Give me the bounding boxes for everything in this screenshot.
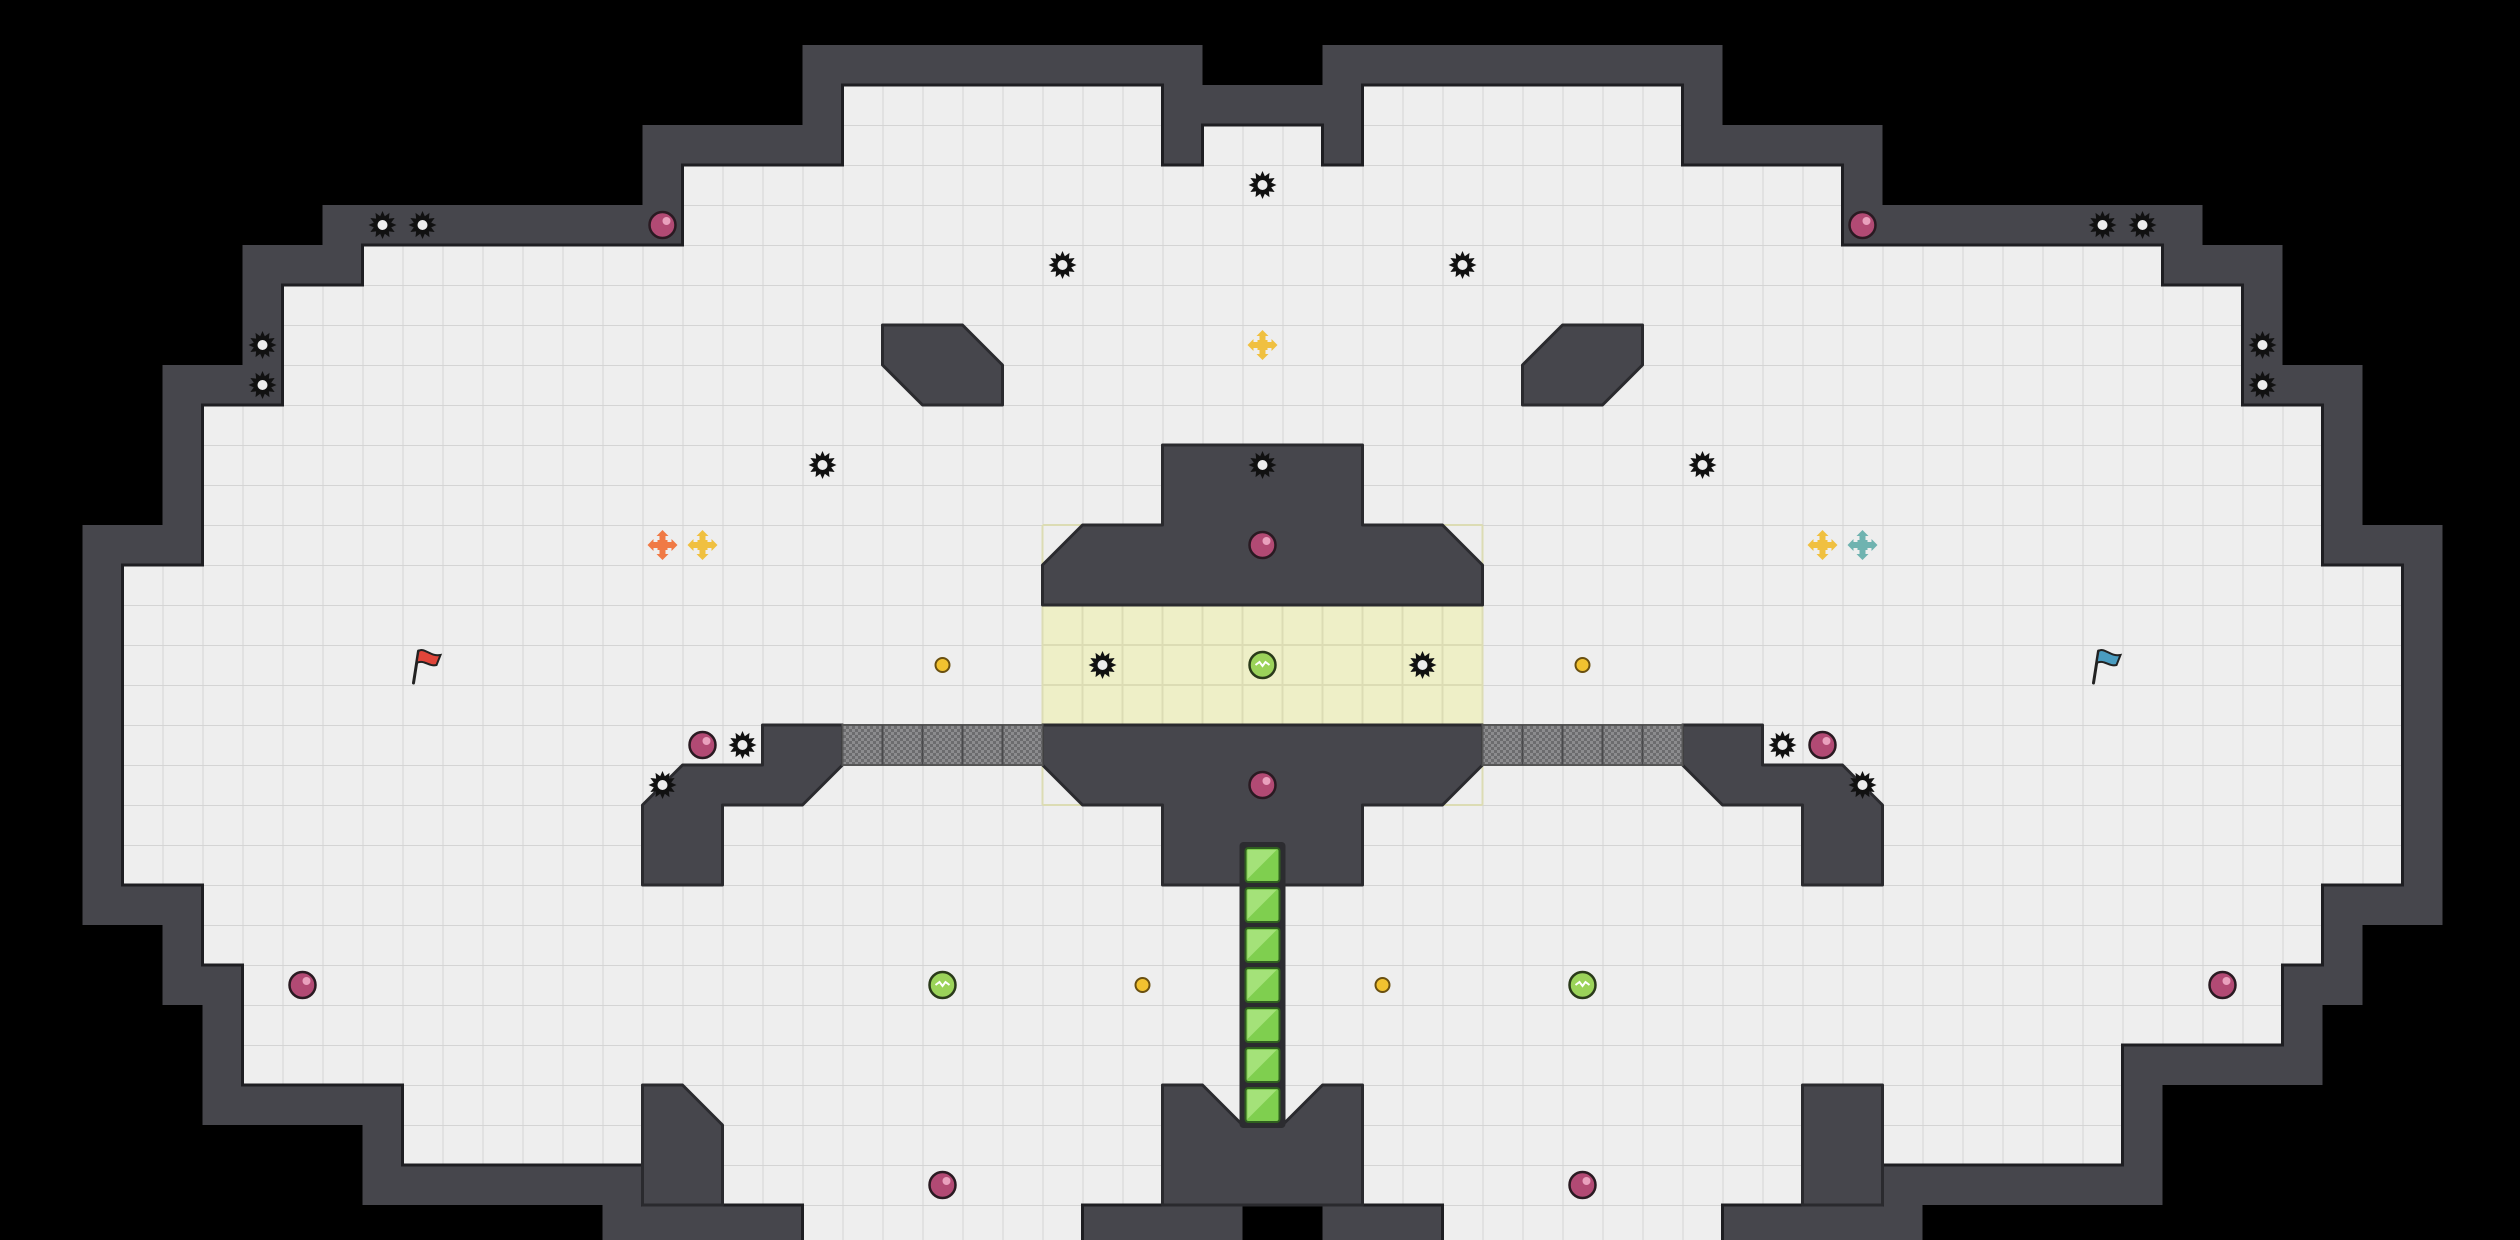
green-block <box>1244 1047 1281 1083</box>
spike-mine-icon <box>1048 251 1077 279</box>
spike-mine-icon <box>2248 371 2277 399</box>
pink-orb-icon <box>688 730 717 760</box>
green-block <box>1244 847 1281 883</box>
inner-wall-6 <box>1681 723 1884 887</box>
green-block <box>1244 927 1281 963</box>
green-orb-icon <box>1248 650 1277 680</box>
spike-mine-icon <box>1088 651 1117 679</box>
spike-mine-icon <box>2248 331 2277 359</box>
pink-orb-icon <box>1248 530 1277 560</box>
spike-mine-icon <box>368 211 397 239</box>
inner-wall-7 <box>1161 1083 1364 1207</box>
spike-mine-icon <box>408 211 437 239</box>
spawn-point-icon <box>647 530 678 560</box>
spike-mine-icon <box>1248 451 1277 479</box>
inner-wall-2 <box>1521 323 1644 407</box>
pink-orb-icon <box>648 210 677 240</box>
green-block <box>1244 1087 1281 1123</box>
spike-mine-icon <box>2128 211 2157 239</box>
spike-mine-icon <box>648 771 677 799</box>
green-orb-icon <box>1568 970 1597 1000</box>
spike-mine-icon <box>1848 771 1877 799</box>
red-flag-icon <box>412 649 443 685</box>
pink-orb-icon <box>1848 210 1877 240</box>
spike-mine-icon <box>1408 651 1437 679</box>
spike-mine-icon <box>248 331 277 359</box>
spike-mine-icon <box>1248 171 1277 199</box>
coin-icon <box>934 657 951 673</box>
green-block <box>1244 887 1281 923</box>
inner-wall-8 <box>641 1083 724 1207</box>
pink-orb-icon <box>2208 970 2237 1000</box>
pink-orb-icon <box>928 1170 957 1200</box>
coin-icon <box>1574 657 1591 673</box>
coin-icon <box>1374 977 1391 993</box>
pink-orb-icon <box>1568 1170 1597 1200</box>
spike-mine-icon <box>1768 731 1797 759</box>
spike-mine-icon <box>808 451 837 479</box>
spawn-point-icon <box>687 530 718 560</box>
inner-wall-3 <box>1041 443 1484 607</box>
spike-mine-icon <box>1448 251 1477 279</box>
green-block <box>1244 1007 1281 1043</box>
pink-orb-icon <box>288 970 317 1000</box>
inner-wall-9 <box>1801 1083 1884 1207</box>
blue-flag-icon <box>2092 649 2123 685</box>
spike-mine-icon <box>728 731 757 759</box>
spawn-point-icon <box>1847 530 1878 560</box>
pink-orb-icon <box>1808 730 1837 760</box>
green-orb-icon <box>928 970 957 1000</box>
inner-wall-1 <box>881 323 1004 407</box>
spike-mine-icon <box>2088 211 2117 239</box>
bridge-2 <box>1481 724 1684 766</box>
pink-orb-icon <box>1248 770 1277 800</box>
coin-icon <box>1134 977 1151 993</box>
green-block <box>1244 967 1281 1003</box>
spike-mine-icon <box>1688 451 1717 479</box>
spike-mine-icon <box>248 371 277 399</box>
spawn-point-icon <box>1247 330 1278 360</box>
bridge-1 <box>841 724 1044 766</box>
spawn-point-icon <box>1807 530 1838 560</box>
